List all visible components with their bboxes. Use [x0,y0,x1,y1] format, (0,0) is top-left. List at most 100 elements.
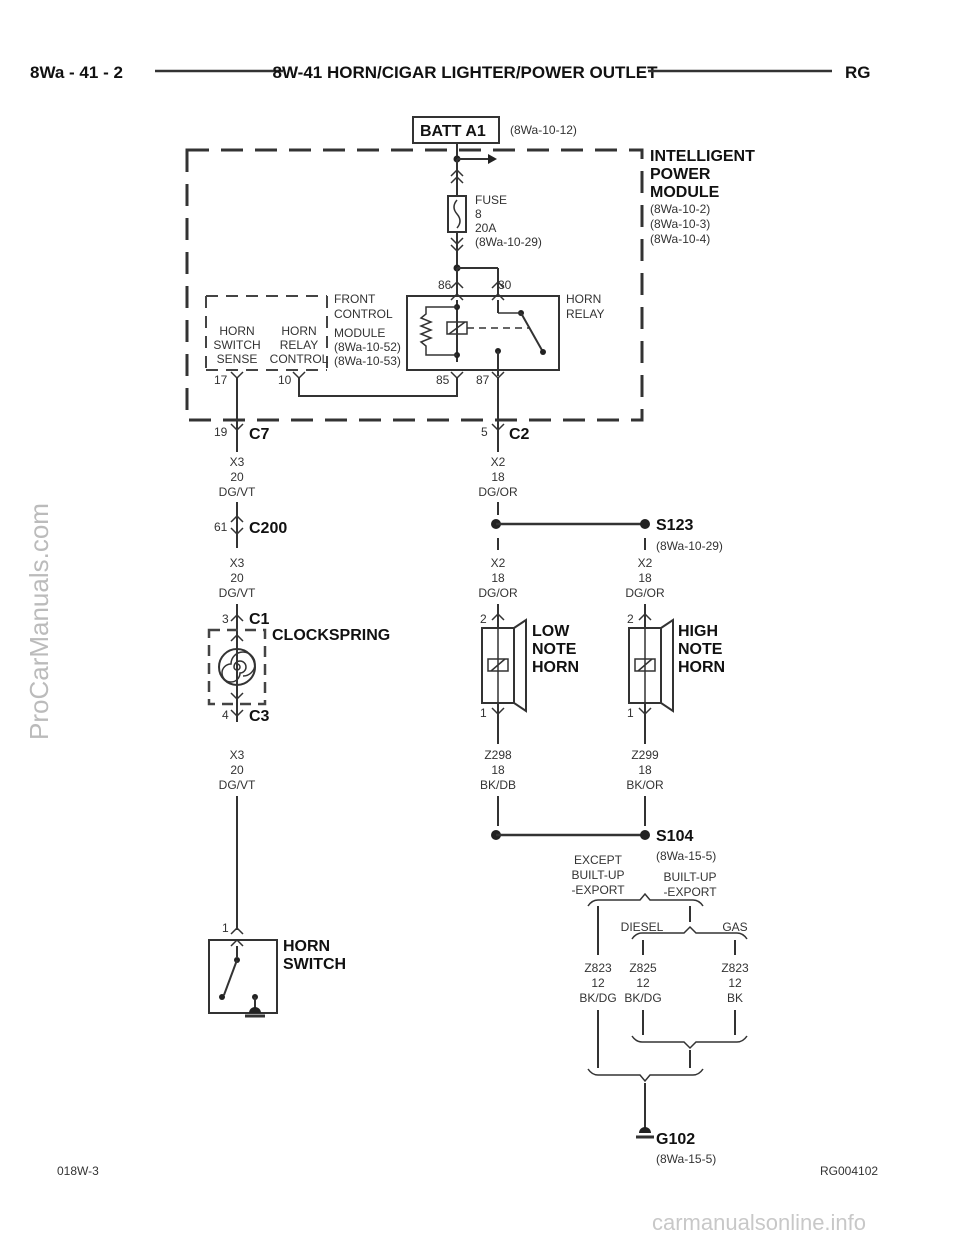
c200-pin: 61 [214,520,228,534]
wire-x3-c-3: DG/VT [219,778,256,792]
horn-switch: 1 HORN SWITCH [208,921,346,1018]
diesel-gas-bracket [631,925,748,940]
c3-pin: 4 [222,708,229,722]
fcm-terminals-icon [230,371,306,380]
footer-right: RG004102 [820,1164,878,1178]
s123-name: S123 [656,517,693,534]
c1-terminal-icon [230,613,244,622]
merge-bracket-final [587,1068,704,1083]
high-horn-coil-slash [637,658,653,672]
option-except-built-up: EXCEPT BUILT-UP -EXPORT [571,853,625,897]
fcm-ctrl-2: RELAY [280,338,318,352]
high-horn-bell-icon [660,618,674,713]
wire-x3-a-3: DG/VT [219,485,256,499]
relay-pin-85: 85 [436,373,450,387]
low-horn-coil-icon [487,658,509,672]
coil-slash [448,321,466,335]
wire-z825-3: BK/DG [624,991,661,1005]
fuse-label-4: (8Wa-10-29) [475,235,542,249]
clockspring-bottom-terminal-icon [230,692,244,701]
fcm-pin-10: 10 [278,373,292,387]
c2-pin: 5 [481,425,488,439]
batt-a1: BATT A1 (8Wa-10-12) [412,116,577,144]
c7-pin: 19 [214,425,228,439]
s123-node-right [640,519,650,529]
fcm-front-1: FRONT [334,292,376,306]
relay-resistor-icon [418,306,457,356]
horn-switch-pin: 1 [222,921,229,935]
c3-terminal-icon [230,709,244,718]
c1-name: C1 [249,611,270,628]
ipm-title-3: MODULE [650,184,720,201]
ground-g102: G102 (8Wa-15-5) [636,1127,716,1166]
front-control-module: FRONT CONTROL MODULE (8Wa-10-52) (8Wa-10… [205,292,401,387]
contact-node-bottom [540,349,546,355]
batt-label: BATT A1 [420,123,486,140]
relay-box [406,295,560,371]
fcm-sense-1: HORN [219,324,254,338]
horn-switch-label-2: SWITCH [283,956,346,973]
pin30-terminal-icon [491,280,505,289]
low-horn-top-terminal-icon [491,612,505,621]
wire-x3-a: X3 20 DG/VT [219,455,256,499]
wire-z823-b-2: 12 [728,976,742,990]
fcm-front-2: CONTROL [334,307,393,321]
batt-ref: (8Wa-10-12) [510,123,577,137]
horn-relay: 86 30 85 87 HORN RELAY [406,278,604,387]
wire-10-to-85 [298,378,458,397]
clockspring-boundary [207,628,267,706]
s123-ref: (8Wa-10-29) [656,539,723,553]
wire-z299-3: BK/OR [626,778,664,792]
switch-node-left [219,994,225,1000]
wire-z298: Z298 18 BK/DB [480,748,516,792]
high-horn-label-3: HORN [678,659,725,676]
ipm-ref-1: (8Wa-10-2) [650,202,710,216]
pin86-inner-icon [450,292,464,301]
fcm-ref-1: (8Wa-10-52) [334,340,401,354]
wire-z823-a-2: 12 [591,976,605,990]
low-horn-pin-1: 1 [480,706,487,720]
low-horn-label-1: LOW [532,623,570,640]
wire-x3-a-1: X3 [230,455,245,469]
fuse-element-icon [453,199,461,229]
wire-x3-a-2: 20 [230,470,244,484]
merge-bracket-lower [631,1035,748,1050]
ipm-title-1: INTELLIGENT [650,148,755,165]
pin30-inner-icon [491,292,505,301]
low-horn-label-3: HORN [532,659,579,676]
fcm-module: MODULE [334,326,385,340]
horn-switch-body [208,939,278,1014]
wire-x3-c: X3 20 DG/VT [219,748,256,792]
wire-z823-b: Z823 12 BK [721,961,749,1005]
c3-name: C3 [249,708,270,725]
connector-c2: 5 C2 [481,420,530,452]
footer-left: 018W-3 [57,1164,99,1178]
wire-x2-a-2: 18 [491,470,505,484]
option-bracket-top [587,892,704,907]
fcm-pin-17: 17 [214,373,228,387]
fuse-8: FUSE 8 20A (8Wa-10-29) [447,159,542,268]
wire-z298-1: Z298 [484,748,512,762]
high-horn-label-2: NOTE [678,641,723,658]
s104-ref: (8Wa-15-5) [656,849,716,863]
watermark-left: ProCarManuals.com [24,503,54,740]
page-header: 8Wa - 41 - 2 8W-41 HORN/CIGAR LIGHTER/PO… [30,63,871,82]
wire-x2-b: X2 18 DG/OR [478,556,518,600]
except-1: EXCEPT [574,853,623,867]
connector-c1: 3 C1 [222,611,270,628]
section-code: RG [845,63,871,82]
wire-z823-a: Z823 12 BK/DG [579,961,616,1005]
wire-z299: Z299 18 BK/OR [626,748,664,792]
connector-c7: 19 C7 [214,420,270,452]
wire-z823-b-1: Z823 [721,961,749,975]
s104-name: S104 [656,828,693,845]
horn-switch-label-1: HORN [283,938,330,955]
low-horn-pin-2: 2 [480,612,487,626]
wire-x3-b-1: X3 [230,556,245,570]
g102-name: G102 [656,1131,695,1148]
page-title: 8W-41 HORN/CIGAR LIGHTER/POWER OUTLET [273,63,659,82]
wire-x2-c-2: 18 [638,571,652,585]
clockspring: CLOCKSPRING [207,627,390,706]
relay-title-1: HORN [566,292,601,306]
